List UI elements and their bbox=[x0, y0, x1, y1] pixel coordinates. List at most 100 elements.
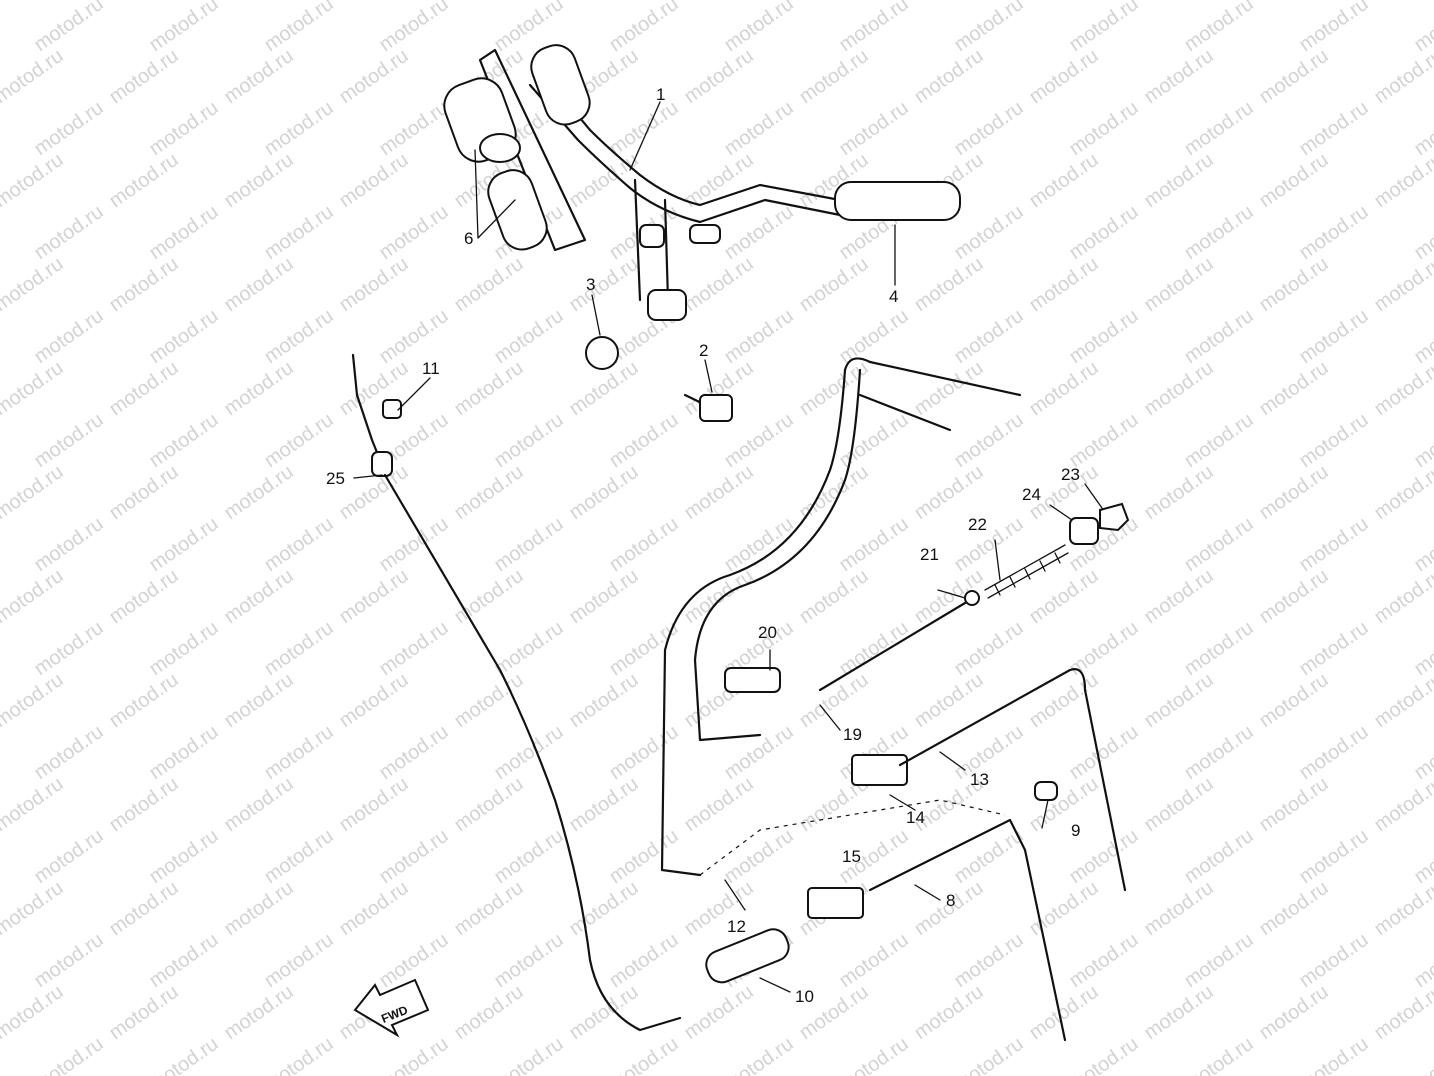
cable-end-parts bbox=[351, 353, 402, 477]
callout-11: 11 bbox=[422, 359, 440, 378]
watermark-text: motod.ru bbox=[335, 877, 412, 940]
watermark-text: motod.ru bbox=[1065, 929, 1142, 992]
watermark-text: motod.ru bbox=[220, 877, 297, 940]
watermark-text: motod.ru bbox=[450, 253, 527, 316]
watermark-text: motod.ru bbox=[30, 617, 107, 680]
watermark-text: motod.ru bbox=[490, 617, 567, 680]
nut-part bbox=[585, 336, 619, 370]
watermark-text: motod.ru bbox=[605, 1033, 682, 1076]
watermark-text: motod.ru bbox=[1255, 149, 1332, 212]
watermark-text: motod.ru bbox=[1255, 981, 1332, 1044]
watermark-text: motod.ru bbox=[1410, 97, 1434, 160]
watermark-text: motod.ru bbox=[565, 253, 642, 316]
watermark-text: motod.ru bbox=[1180, 721, 1257, 784]
watermark-text: motod.ru bbox=[910, 981, 987, 1044]
watermark-text: motod.ru bbox=[0, 669, 68, 732]
watermark-text: motod.ru bbox=[375, 1033, 452, 1076]
watermark-text: motod.ru bbox=[1370, 0, 1434, 4]
watermark-text: motod.ru bbox=[260, 97, 337, 160]
brake-cable-inner bbox=[693, 368, 862, 742]
watermark-text: motod.ru bbox=[30, 0, 107, 56]
watermark-text: motod.ru bbox=[835, 929, 912, 992]
watermark-text: motod.ru bbox=[1255, 45, 1332, 108]
right-grip-part bbox=[834, 181, 961, 221]
watermark-text: motod.ru bbox=[1410, 825, 1434, 888]
watermark-text: motod.ru bbox=[375, 0, 452, 56]
callout-23: 23 bbox=[1061, 465, 1080, 484]
watermark-text: motod.ru bbox=[335, 149, 412, 212]
brake-cable-part bbox=[660, 368, 847, 877]
watermark-text: motod.ru bbox=[30, 201, 107, 264]
watermark-text: motod.ru bbox=[145, 97, 222, 160]
watermark-text: motod.ru bbox=[680, 461, 757, 524]
watermark-text: motod.ru bbox=[1255, 773, 1332, 836]
forward-arrow-icon: FWD bbox=[353, 978, 430, 1038]
watermark-text: motod.ru bbox=[335, 45, 412, 108]
watermark-text: motod.ru bbox=[30, 721, 107, 784]
watermark-text: motod.ru bbox=[1140, 565, 1217, 628]
watermark-text: motod.ru bbox=[0, 877, 68, 940]
callout-3: 3 bbox=[586, 275, 595, 294]
watermark-text: motod.ru bbox=[30, 305, 107, 368]
watermark-text: motod.ru bbox=[260, 201, 337, 264]
watermark-text: motod.ru bbox=[260, 825, 337, 888]
left-grip-parts bbox=[443, 44, 591, 252]
watermark-text: motod.ru bbox=[335, 0, 412, 4]
watermark-text: motod.ru bbox=[260, 305, 337, 368]
callout-2: 2 bbox=[699, 341, 708, 360]
watermark-text: motod.ru bbox=[1025, 773, 1102, 836]
watermark-text: motod.ru bbox=[680, 45, 757, 108]
watermark-text: motod.ru bbox=[375, 305, 452, 368]
watermark-text: motod.ru bbox=[950, 617, 1027, 680]
watermark-text: motod.ru bbox=[1255, 0, 1332, 4]
watermark-text: motod.ru bbox=[605, 929, 682, 992]
watermark-text: motod.ru bbox=[260, 409, 337, 472]
watermark-text: motod.ru bbox=[1295, 929, 1372, 992]
watermark-text: motod.ru bbox=[145, 305, 222, 368]
watermark-text: motod.ru bbox=[565, 669, 642, 732]
watermark-text: motod.ru bbox=[260, 929, 337, 992]
watermark-text: motod.ru bbox=[105, 45, 182, 108]
watermark-text: motod.ru bbox=[1370, 981, 1434, 1044]
watermark-text: motod.ru bbox=[835, 617, 912, 680]
watermark-text: motod.ru bbox=[1370, 253, 1434, 316]
watermark-text: motod.ru bbox=[145, 201, 222, 264]
watermark-text: motod.ru bbox=[605, 721, 682, 784]
callout-4: 4 bbox=[889, 287, 898, 306]
watermark-text: motod.ru bbox=[220, 45, 297, 108]
watermark-text: motod.ru bbox=[1370, 149, 1434, 212]
watermark-text: motod.ru bbox=[835, 1033, 912, 1076]
watermark-text: motod.ru bbox=[680, 773, 757, 836]
watermark-text: motod.ru bbox=[950, 929, 1027, 992]
watermark-text: motod.ru bbox=[220, 149, 297, 212]
watermark-text: motod.ru bbox=[720, 825, 797, 888]
watermark-text: motod.ru bbox=[910, 0, 987, 4]
watermark-text: motod.ru bbox=[1065, 409, 1142, 472]
watermark-text: motod.ru bbox=[1410, 617, 1434, 680]
watermark-text: motod.ru bbox=[1180, 825, 1257, 888]
watermark-text: motod.ru bbox=[605, 617, 682, 680]
watermark-text: motod.ru bbox=[1410, 1033, 1434, 1076]
callout-19: 19 bbox=[843, 725, 862, 744]
watermark-text: motod.ru bbox=[375, 201, 452, 264]
watermark-text: motod.ru bbox=[375, 617, 452, 680]
watermark-text: motod.ru bbox=[1370, 357, 1434, 420]
watermark-text: motod.ru bbox=[490, 929, 567, 992]
watermark-text: motod.ru bbox=[450, 773, 527, 836]
watermark-text: motod.ru bbox=[450, 357, 527, 420]
watermark-text: motod.ru bbox=[1025, 149, 1102, 212]
watermark-text: motod.ru bbox=[30, 1033, 107, 1076]
watermark-text: motod.ru bbox=[950, 409, 1027, 472]
watermark-text: motod.ru bbox=[1255, 877, 1332, 940]
watermark-text: motod.ru bbox=[335, 565, 412, 628]
watermark-text: motod.ru bbox=[30, 929, 107, 992]
watermark-text: motod.ru bbox=[0, 981, 68, 1044]
watermark-text: motod.ru bbox=[0, 461, 68, 524]
watermark-text: motod.ru bbox=[1295, 97, 1372, 160]
watermark-text: motod.ru bbox=[145, 1033, 222, 1076]
watermark-text: motod.ru bbox=[105, 149, 182, 212]
watermark-text: motod.ru bbox=[260, 721, 337, 784]
watermark-text: motod.ru bbox=[565, 981, 642, 1044]
